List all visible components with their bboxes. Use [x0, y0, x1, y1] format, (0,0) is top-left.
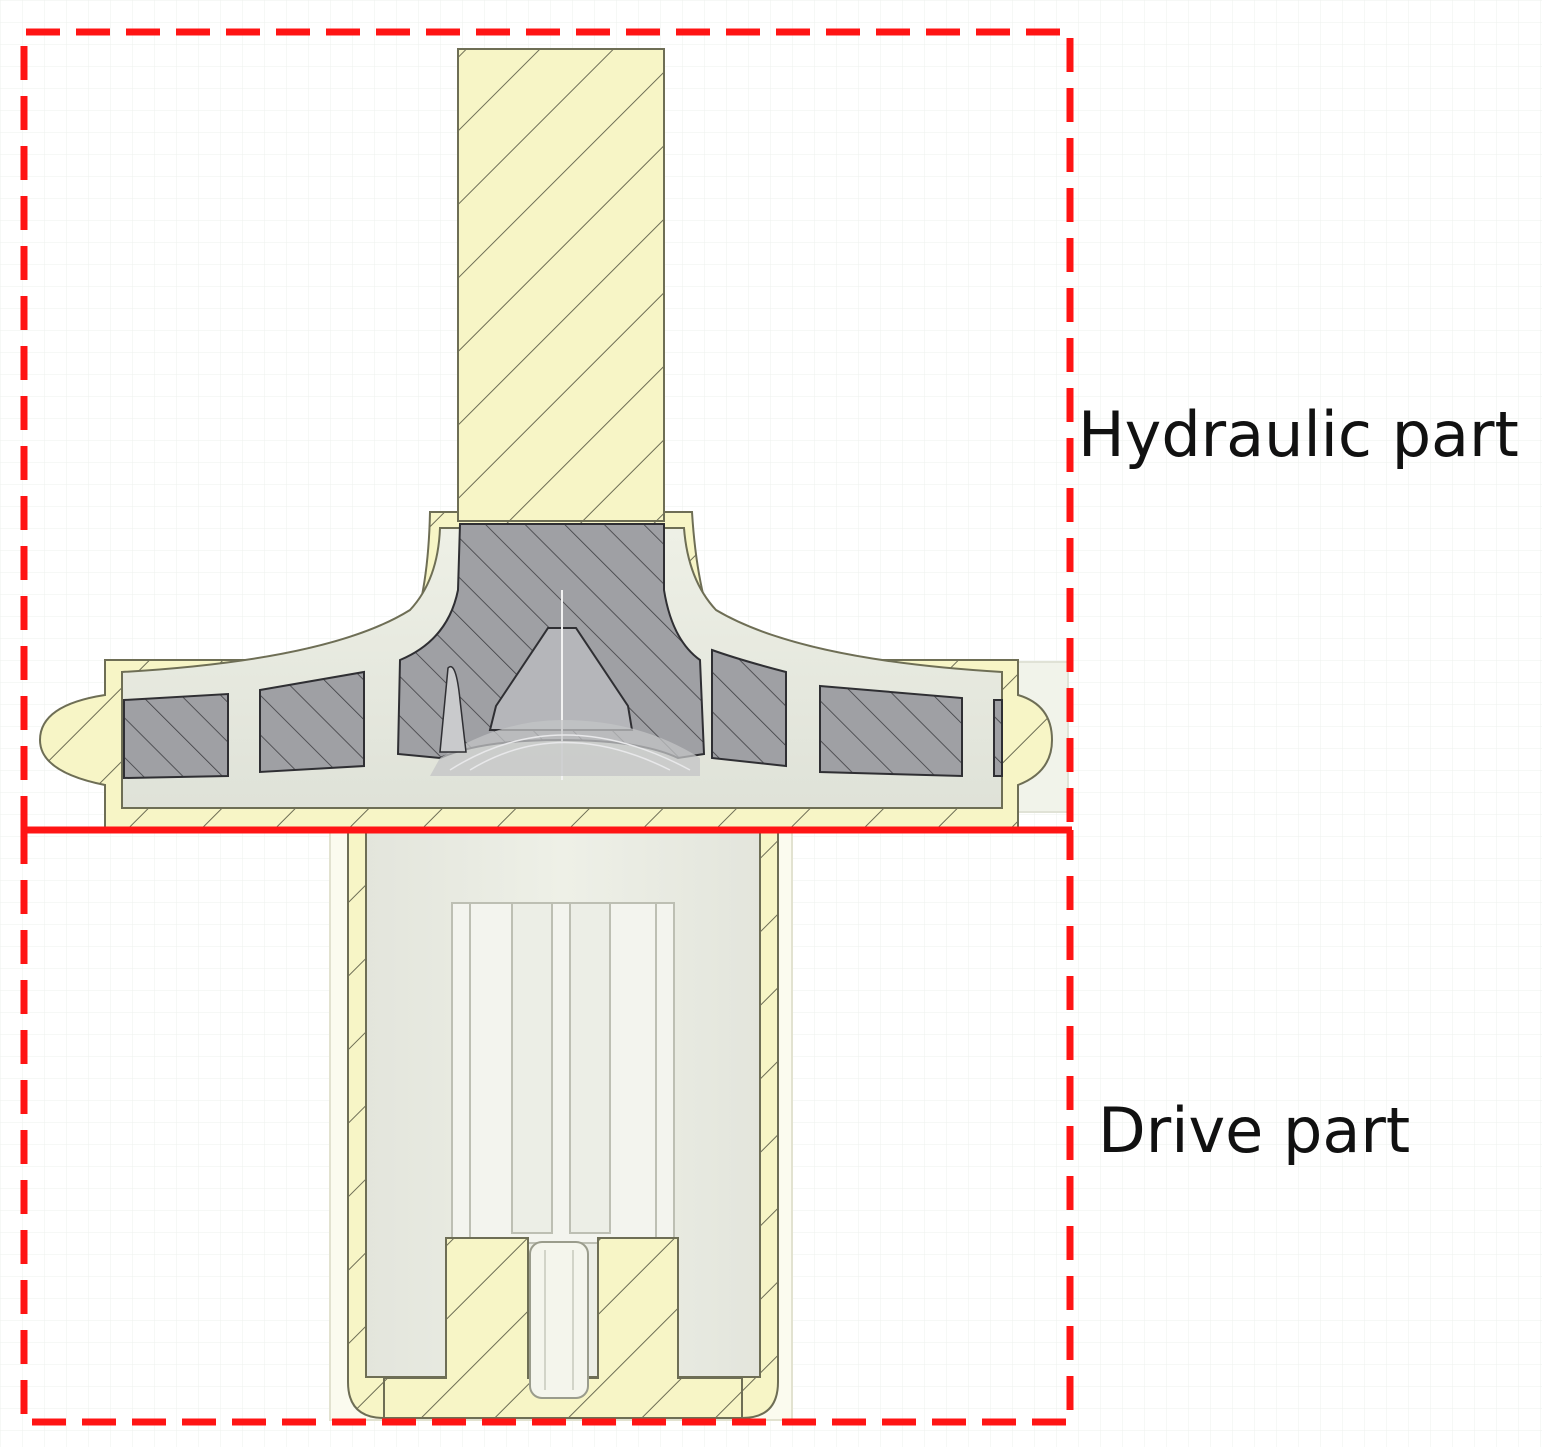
drive-part-boundary [20, 830, 1074, 1426]
blade-right-inner [711, 648, 787, 768]
hydraulic-part-label: Hydraulic part [1078, 398, 1519, 471]
flow-line [469, 741, 671, 771]
shaft-pin [529, 1241, 589, 1399]
blade-right-outer [819, 684, 963, 778]
rotor-assembly [451, 902, 675, 1244]
blade-right-edge [993, 699, 1003, 777]
hydraulic-part-boundary [20, 28, 1074, 830]
impeller-shroud-flow [430, 720, 700, 776]
flow-line [449, 734, 691, 771]
blade-left-outer [123, 692, 229, 780]
hub-vane [439, 666, 467, 753]
inlet-pipe [457, 48, 665, 522]
drive-part-label: Drive part [1098, 1094, 1411, 1167]
impeller-blades [123, 648, 1003, 780]
magnet-base [383, 1237, 743, 1419]
blade-left-inner [259, 670, 365, 774]
